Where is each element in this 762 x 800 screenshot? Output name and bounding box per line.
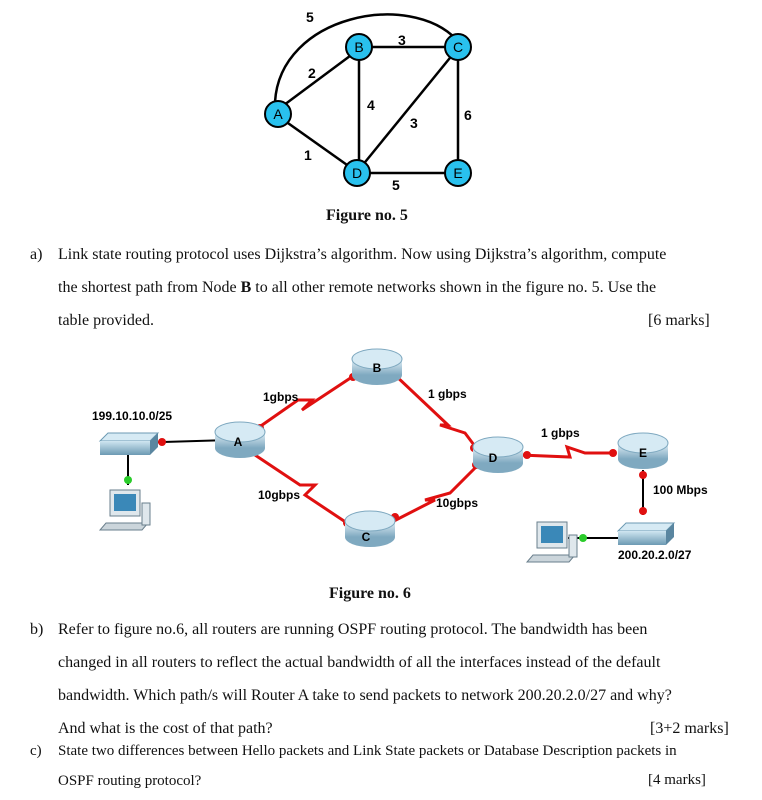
node-d: D [343, 159, 371, 187]
question-a-text: Link state routing protocol uses Dijkstr… [58, 238, 748, 337]
question-b-line-4: And what is the cost of that path? [58, 720, 273, 737]
weight-b-c: 3 [398, 32, 406, 48]
router-c-label: C [362, 530, 371, 544]
edge-a-d [277, 114, 358, 174]
weight-c-e: 6 [464, 107, 472, 123]
label-link-c-d: 10gbps [436, 496, 478, 510]
router-d: D [472, 436, 524, 473]
question-a-label: a) [30, 246, 43, 263]
question-b-text: Refer to figure no.6, all routers are ru… [58, 613, 758, 745]
link-a-c [254, 453, 351, 527]
weight-a-d: 1 [304, 147, 312, 163]
weight-a-b: 2 [308, 65, 316, 81]
switch-left [98, 432, 160, 455]
weight-b-d: 4 [367, 97, 375, 113]
router-d-label: D [489, 451, 498, 465]
question-b-line-3: bandwidth. Which path/s will Router A ta… [58, 687, 672, 704]
router-a: A [214, 421, 266, 458]
label-network-right: 200.20.2.0/27 [618, 548, 692, 562]
edge-a-c [273, 13, 458, 103]
weight-c-d: 3 [410, 115, 418, 131]
node-e: E [444, 159, 472, 187]
node-c-label: C [453, 39, 463, 55]
node-c: C [444, 33, 472, 61]
figure-6-network: B A C D E [92, 348, 708, 563]
node-b: B [345, 33, 373, 61]
edge-c-d [356, 47, 459, 173]
question-a-line-3: table provided. [58, 312, 154, 329]
label-network-left: 199.10.10.0/25 [92, 409, 172, 423]
node-b-label: B [354, 39, 363, 55]
question-a-marks: [6 marks] [648, 312, 710, 329]
router-b-label: B [373, 361, 382, 375]
node-e-label: E [453, 165, 462, 181]
router-b: B [351, 348, 403, 385]
link-b-d [393, 373, 482, 454]
question-c-label: c) [30, 743, 42, 759]
question-b-marks: [3+2 marks] [650, 720, 729, 737]
router-c: C [344, 510, 396, 547]
label-link-a-c: 10gbps [258, 488, 300, 502]
switch-right [616, 522, 676, 545]
question-c-line-1: State two differences between Hello pack… [58, 743, 677, 759]
question-c-marks: [4 marks] [648, 772, 706, 788]
edge-a-b [279, 48, 359, 110]
question-a-line-2: the shortest path from Node B to all oth… [58, 279, 657, 296]
question-b-label: b) [30, 621, 44, 638]
question-c-text: State two differences between Hello pack… [58, 736, 758, 796]
label-link-b-d: 1 gbps [428, 387, 467, 401]
question-b-line-1: Refer to figure no.6, all routers are ru… [58, 621, 648, 638]
router-e-label: E [639, 446, 647, 460]
link-a-b [254, 373, 356, 432]
figure-6-caption: Figure no. 6 [329, 585, 411, 602]
figure-5-caption: Figure no. 5 [326, 207, 408, 224]
link-c-d [389, 461, 482, 525]
weight-d-e: 5 [392, 177, 400, 193]
question-c-line-2: OSPF routing protocol? [58, 773, 202, 789]
pc-right [525, 521, 578, 563]
node-a-label: A [273, 106, 283, 122]
router-a-label: A [234, 435, 243, 449]
weight-a-c: 5 [306, 9, 314, 25]
node-a: A [264, 100, 292, 128]
pc-left [98, 489, 151, 531]
figure-5-graph: 5 2 3 4 3 6 1 5 B C A D E [264, 9, 472, 193]
question-b-line-2: changed in all routers to reflect the ac… [58, 654, 661, 671]
link-d-e [519, 444, 615, 459]
label-link-d-e: 1 gbps [541, 426, 580, 440]
label-link-a-b: 1gbps [263, 390, 299, 404]
router-e: E [617, 432, 669, 469]
label-link-e-switch: 100 Mbps [653, 483, 708, 497]
node-d-label: D [352, 165, 362, 181]
question-a-line-1: Link state routing protocol uses Dijkstr… [58, 246, 667, 263]
node-b-bold: B [240, 279, 252, 296]
